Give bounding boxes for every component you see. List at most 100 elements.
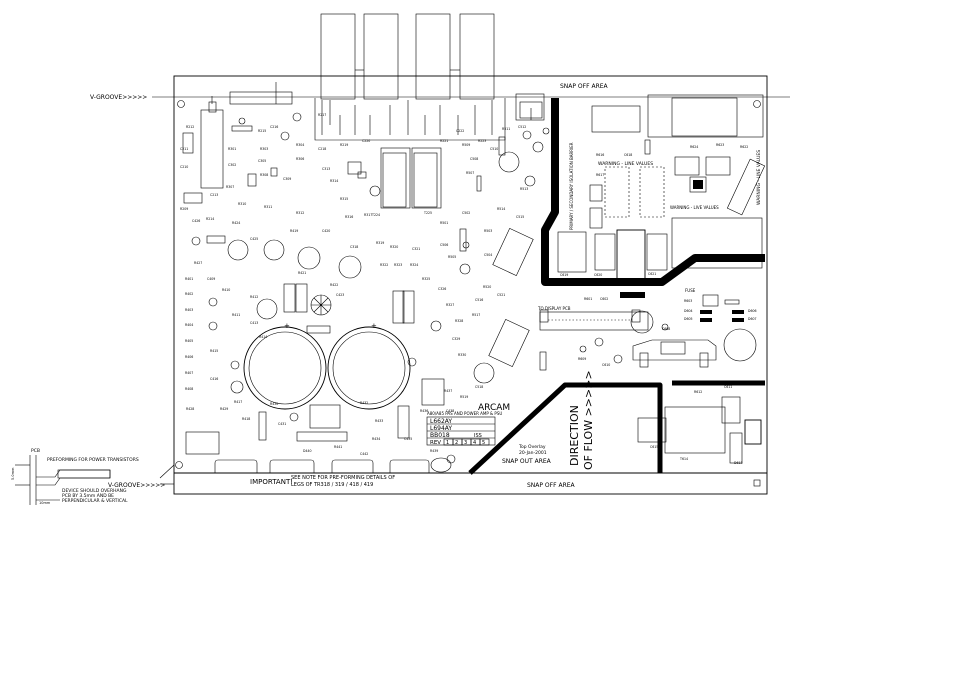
svg-text:R301: R301 xyxy=(228,147,236,151)
svg-text:R312: R312 xyxy=(296,211,304,215)
svg-text:C438: C438 xyxy=(446,409,454,413)
device-note-2: PCB BY 3.5mm AND BE xyxy=(62,493,114,499)
svg-text:C512: C512 xyxy=(518,125,526,129)
svg-text:R417: R417 xyxy=(234,400,242,404)
svg-text:C309: C309 xyxy=(283,177,291,181)
svg-text:R601: R601 xyxy=(584,297,592,301)
svg-text:R519: R519 xyxy=(460,395,468,399)
svg-text:C621: C621 xyxy=(648,272,656,276)
dim-left-label: 5.0mm xyxy=(11,467,15,480)
svg-text:R429: R429 xyxy=(220,407,228,411)
board-outline xyxy=(173,75,768,495)
svg-text:C504: C504 xyxy=(484,253,492,257)
svg-text:R408: R408 xyxy=(185,387,193,391)
main-capacitors: + + xyxy=(243,322,411,410)
svg-text:C518: C518 xyxy=(475,385,483,389)
svg-text:R412: R412 xyxy=(250,295,258,299)
svg-text:R421: R421 xyxy=(298,271,306,275)
warning-label-2: WARNING - LINE VALUES xyxy=(756,150,762,205)
overlay-date: 20-Jan-2001 xyxy=(519,450,547,456)
svg-text:C213: C213 xyxy=(210,193,218,197)
svg-text:R436: R436 xyxy=(420,409,428,413)
svg-text:C508: C508 xyxy=(470,157,478,161)
svg-text:C420: C420 xyxy=(322,229,330,233)
to-display-label: TO DISPLAY PCB xyxy=(537,306,571,311)
rev-cell-1: 1 xyxy=(446,440,449,446)
svg-text:C611: C611 xyxy=(724,385,732,389)
svg-text:D604: D604 xyxy=(684,309,693,313)
svg-text:C602: C602 xyxy=(600,297,608,301)
svg-text:R439: R439 xyxy=(430,449,438,453)
svg-text:R323: R323 xyxy=(394,263,402,267)
snap-out-label: SNAP OUT AREA xyxy=(502,458,552,465)
svg-text:R221: R221 xyxy=(440,139,448,143)
svg-text:R623: R623 xyxy=(716,143,724,147)
svg-text:R324: R324 xyxy=(410,263,418,267)
svg-text:R617: R617 xyxy=(596,173,604,177)
svg-text:C211: C211 xyxy=(180,147,188,151)
svg-text:R212: R212 xyxy=(186,125,194,129)
snap-off-top-label: SNAP OFF AREA xyxy=(560,83,609,90)
svg-text:R433: R433 xyxy=(375,419,383,423)
svg-text:R330: R330 xyxy=(458,353,466,357)
svg-text:T224: T224 xyxy=(371,213,380,217)
svg-text:C218: C218 xyxy=(318,147,326,151)
title-note: A80/A85 PAS AND POWER AMP & PSU xyxy=(427,411,502,416)
svg-text:C442: C442 xyxy=(360,452,368,456)
svg-text:R624: R624 xyxy=(690,145,698,149)
svg-text:R404: R404 xyxy=(185,323,193,327)
svg-text:R306: R306 xyxy=(296,157,304,161)
svg-text:R405: R405 xyxy=(185,339,193,343)
svg-text:R325: R325 xyxy=(422,277,430,281)
svg-text:R430: R430 xyxy=(270,402,278,406)
svg-text:R311: R311 xyxy=(264,205,272,209)
svg-text:R616: R616 xyxy=(596,153,604,157)
svg-text:C216: C216 xyxy=(270,125,278,129)
svg-text:C521: C521 xyxy=(497,293,505,297)
svg-text:R410: R410 xyxy=(222,288,230,292)
top-connectors xyxy=(314,13,506,141)
svg-text:R310: R310 xyxy=(238,202,246,206)
top-left-header xyxy=(229,91,293,105)
preforming-detail: PREFORMING FOR POWER TRANSISTORS PCB 5.0… xyxy=(11,448,139,505)
svg-text:C426: C426 xyxy=(192,219,200,223)
svg-text:C618: C618 xyxy=(624,153,632,157)
svg-text:R507: R507 xyxy=(466,171,474,175)
rev-cell-5: 5 xyxy=(482,440,485,446)
svg-text:C220: C220 xyxy=(362,139,370,143)
device-note-3: PERPENDICULAR & VERTICAL xyxy=(62,498,128,504)
svg-text:R411: R411 xyxy=(232,313,240,317)
svg-text:C431: C431 xyxy=(278,422,286,426)
title-block: ARCAM A80/A85 PAS AND POWER AMP & PSU L6… xyxy=(426,403,547,456)
svg-text:R609: R609 xyxy=(578,357,586,361)
svg-text:C326: C326 xyxy=(438,287,446,291)
svg-text:R514: R514 xyxy=(497,207,505,211)
svg-text:C413: C413 xyxy=(250,321,258,325)
svg-text:R432: R432 xyxy=(360,401,368,405)
svg-text:C510: C510 xyxy=(490,147,498,151)
ic-and-relays xyxy=(182,101,547,455)
svg-text:D440: D440 xyxy=(303,449,312,453)
svg-text:D607: D607 xyxy=(748,317,757,321)
svg-text:R314: R314 xyxy=(330,179,338,183)
svg-text:C222: C222 xyxy=(456,129,464,133)
svg-text:C615: C615 xyxy=(650,445,658,449)
pcb-label: PCB xyxy=(31,448,40,454)
svg-text:R513: R513 xyxy=(520,187,528,191)
small-components xyxy=(175,100,761,473)
device-note-1: DEVICE SHOULD OVERHANG xyxy=(62,488,127,494)
part-3: BB018 xyxy=(430,432,450,439)
iss-label: ISS xyxy=(474,433,482,439)
svg-text:R434: R434 xyxy=(372,437,380,441)
svg-text:R319: R319 xyxy=(376,241,384,245)
isolation-label: PRIMARY / SECONDARY ISOLATION BARRIER xyxy=(569,142,574,230)
warning-label-3: WARNING - LIVE VALUES xyxy=(670,205,719,210)
svg-text:R603: R603 xyxy=(684,299,692,303)
isolation-barrier xyxy=(468,98,765,475)
rev-cell-3: 3 xyxy=(464,440,467,446)
svg-text:T614: T614 xyxy=(679,457,688,461)
svg-text:C619: C619 xyxy=(560,273,568,277)
rev-label: REV xyxy=(430,440,441,446)
